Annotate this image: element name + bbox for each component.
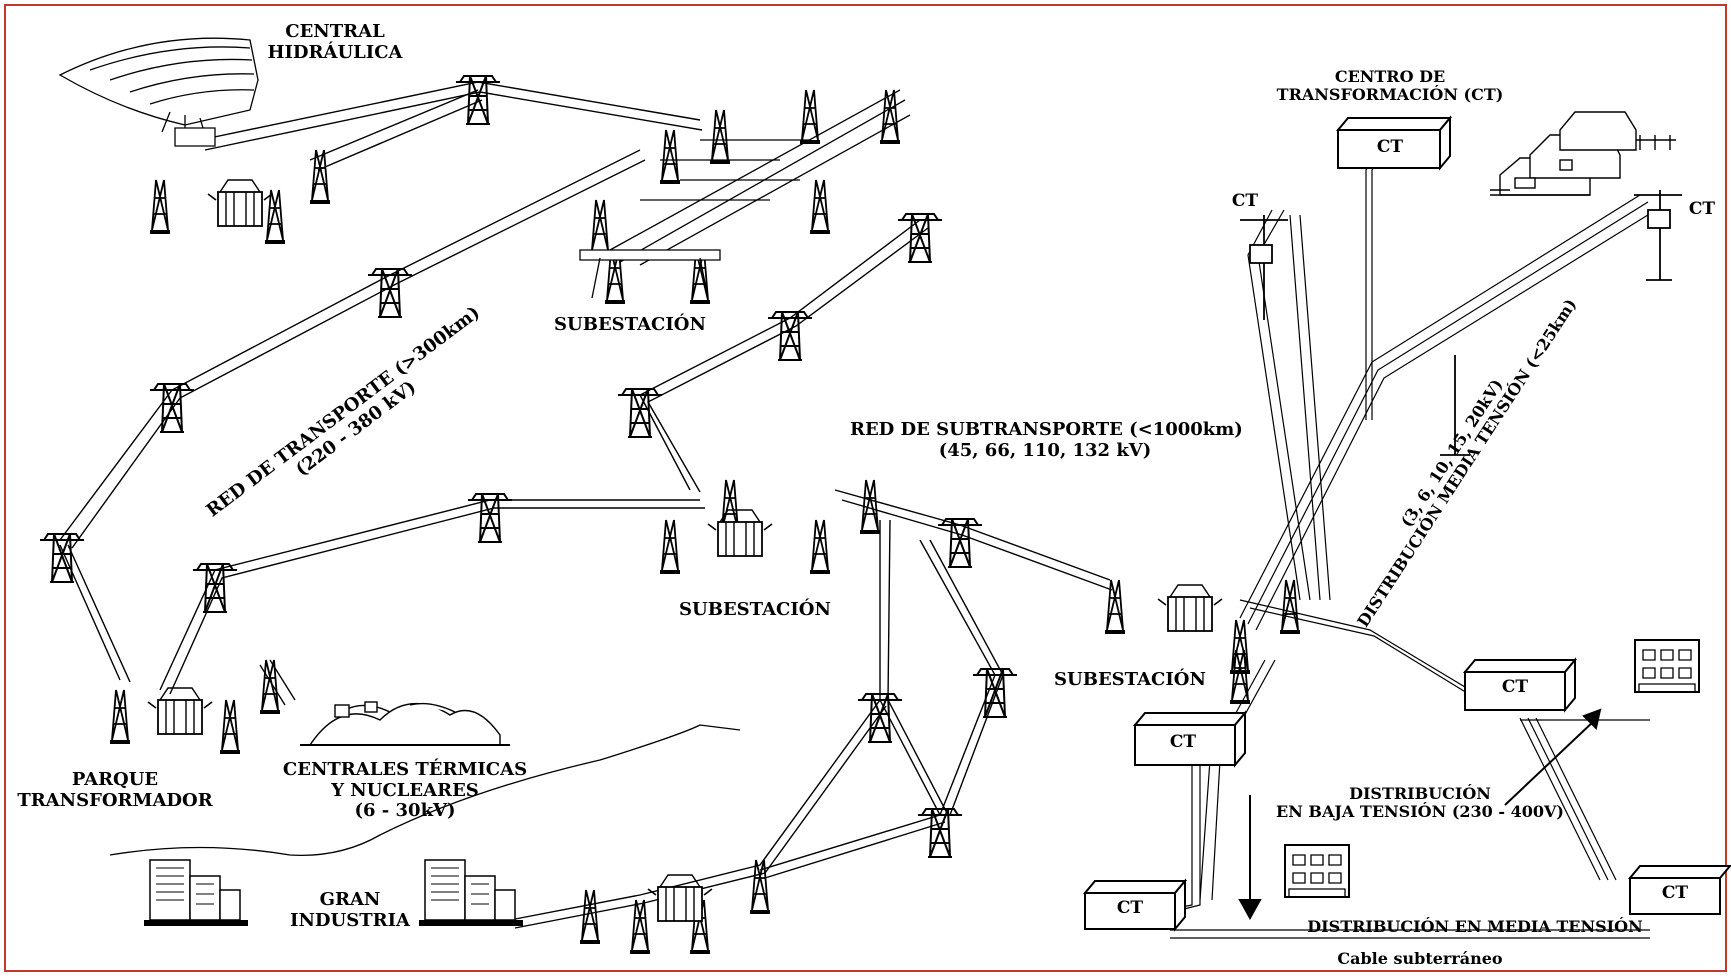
- substation-top-structure: [580, 90, 910, 298]
- houses: [1490, 112, 1676, 195]
- label-gran-industria: GRAN INDUSTRIA: [275, 890, 425, 931]
- transmission-towers: [40, 76, 1017, 857]
- label-subestacion-mid: SUBESTACIÓN: [675, 600, 835, 621]
- label-subestacion-top: SUBESTACIÓN: [545, 315, 715, 336]
- hydro-dam: [60, 38, 258, 146]
- label-centrales-termicas: CENTRALES TÉRMICAS Y NUCLEARES (6 - 30kV…: [265, 760, 545, 822]
- label-subestacion-right: SUBESTACIÓN: [1045, 670, 1215, 691]
- label-red-subtransporte: RED DE SUBTRANSPORTE (<1000km) (45, 66, …: [850, 420, 1240, 461]
- ct-label-box-bottom-left: CT: [1110, 899, 1150, 919]
- ct-poles: [1240, 190, 1682, 455]
- thermal-nuclear-plants: [300, 702, 510, 745]
- ct-label-top-box: CT: [1370, 138, 1410, 158]
- ct-label-pole-left: CT: [1225, 192, 1265, 212]
- ct-label-pole-right: CT: [1682, 200, 1722, 220]
- ct-label-box-mid-right: CT: [1495, 678, 1535, 698]
- label-central-hidraulica: CENTRAL HIDRÁULICA: [230, 22, 440, 63]
- label-distribucion-media-bottom: DISTRIBUCIÓN EN MEDIA TENSIÓN: [1290, 918, 1660, 936]
- label-centro-transformacion: CENTRO DE TRANSFORMACIÓN (CT): [1255, 68, 1525, 105]
- substation-pylons: [110, 90, 1300, 954]
- label-distribucion-baja-tension: DISTRIBUCIÓN EN BAJA TENSIÓN (230 - 400V…: [1255, 785, 1585, 822]
- ct-label-box-mid-left: CT: [1163, 733, 1203, 753]
- label-cable-subterraneo: Cable subterráneo: [1320, 950, 1520, 968]
- label-parque-transformador: PARQUE TRANSFORMADOR: [10, 770, 220, 811]
- ct-label-box-bottom-right: CT: [1655, 884, 1695, 904]
